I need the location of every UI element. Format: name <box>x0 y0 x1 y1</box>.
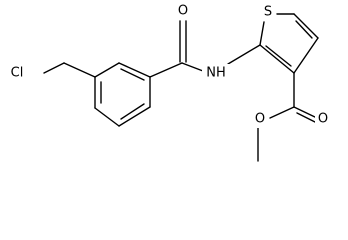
bond <box>296 112 318 124</box>
bond <box>118 62 151 78</box>
bond <box>94 62 120 78</box>
double-bond-inner <box>120 68 145 81</box>
bond <box>259 21 265 46</box>
chlorine-label: Cl <box>11 66 24 81</box>
chemical-structure-diagram: Cl O NH S O O <box>4 2 331 162</box>
bond <box>293 106 318 119</box>
double-bond-inner <box>265 45 292 67</box>
carbonyl-oxygen-label: O <box>318 112 328 127</box>
chloromethyl-group <box>43 62 96 78</box>
bond <box>259 44 295 74</box>
bond <box>293 37 319 74</box>
double-bond-inner <box>120 103 145 120</box>
atom-cl: Cl <box>4 64 32 82</box>
bond <box>43 62 65 74</box>
atom-o-carbonyl: O <box>315 110 331 128</box>
bond <box>63 62 96 78</box>
amide-group <box>149 20 261 78</box>
atom-o-ester: O <box>252 110 268 128</box>
amine-nh-label: NH <box>206 66 226 81</box>
double-bond-inner <box>295 20 313 39</box>
methyl-ester-group <box>257 72 318 162</box>
benzene-ring <box>94 62 151 127</box>
sulfur-label: S <box>264 5 272 20</box>
bond <box>118 106 151 127</box>
bond <box>94 107 120 127</box>
atom-nh: NH <box>202 64 230 82</box>
amide-oxygen-label: O <box>178 4 188 19</box>
atom-o-amide: O <box>175 2 191 20</box>
bond <box>227 44 261 65</box>
bond <box>269 106 295 119</box>
bond <box>293 13 319 39</box>
bond <box>149 62 183 78</box>
ester-oxygen-label: O <box>255 112 265 127</box>
thiophene-ring <box>259 13 319 74</box>
bond <box>181 62 204 72</box>
atom-s: S <box>260 3 276 21</box>
